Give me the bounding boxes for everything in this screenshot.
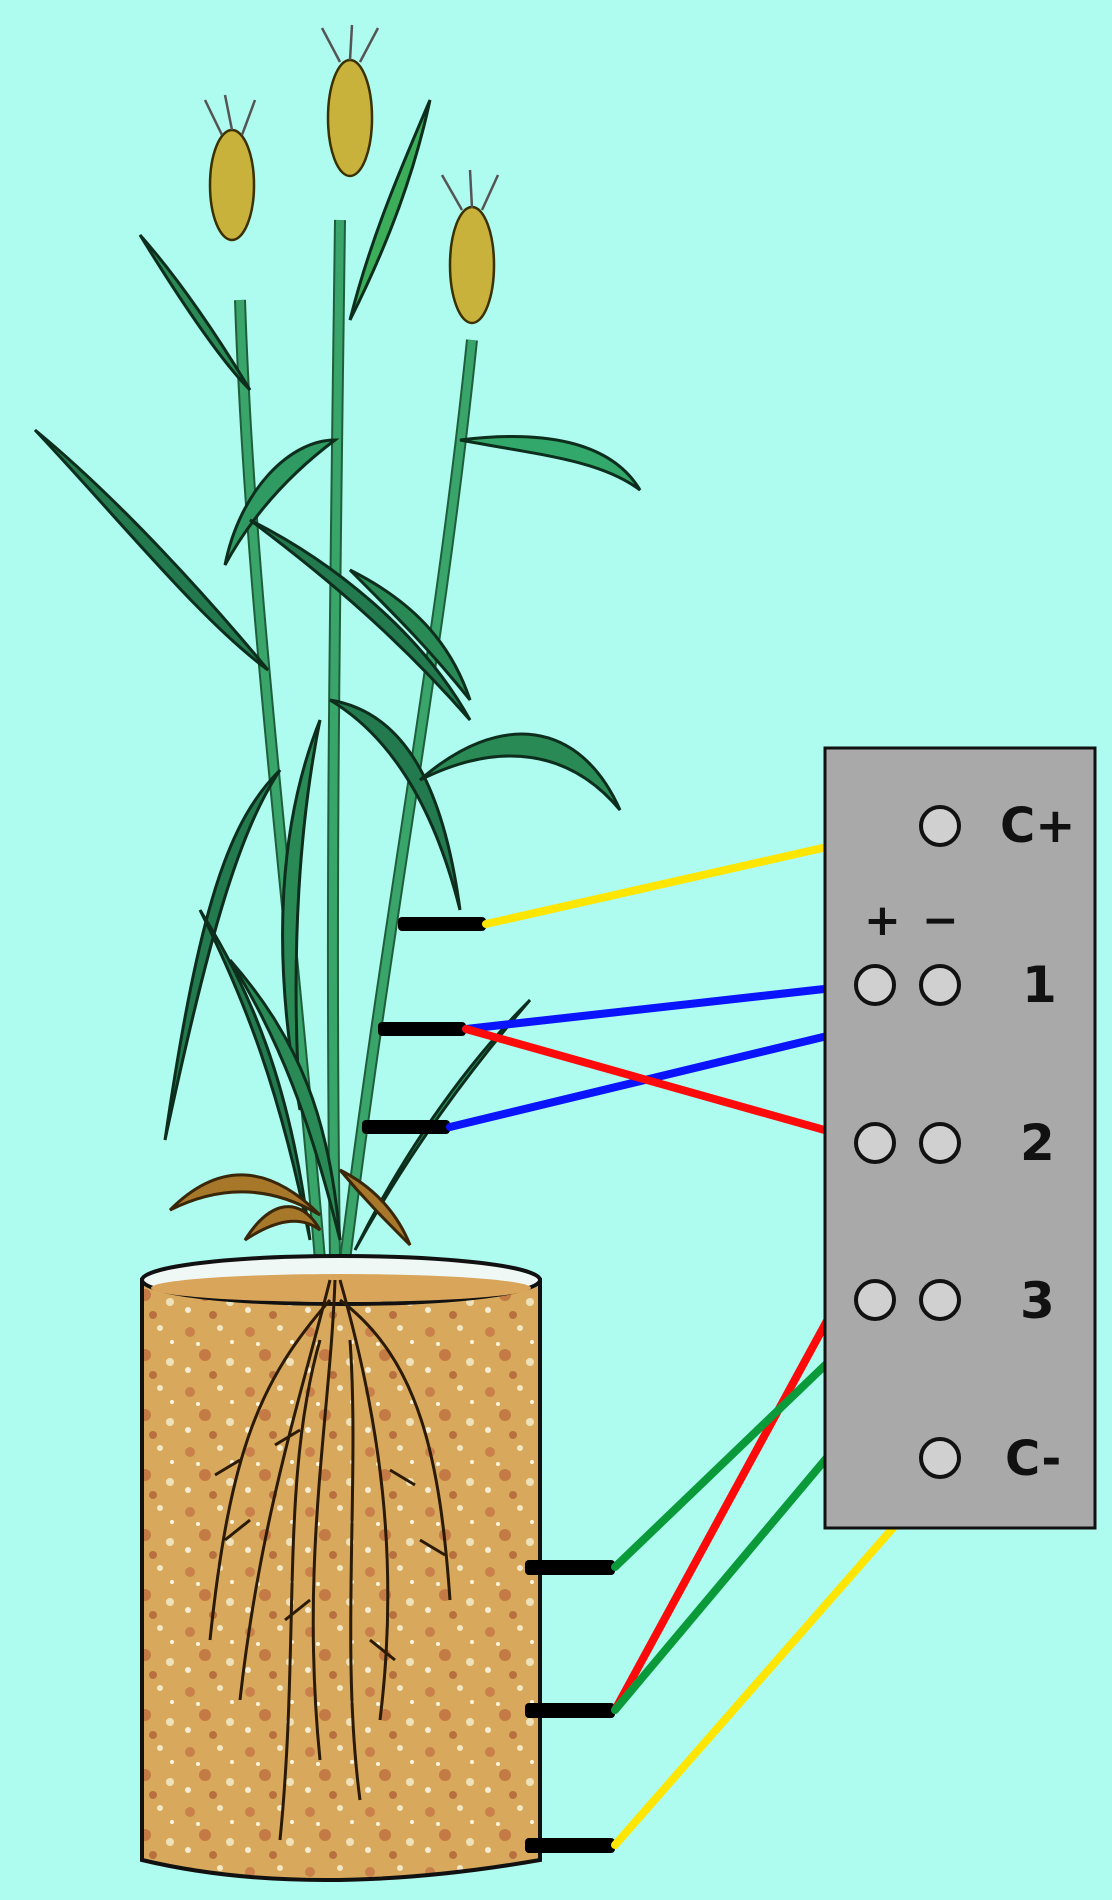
terminal-2-minus [919, 1122, 961, 1164]
wire-yellow-bottom [611, 1476, 939, 1849]
wheat-ear [203, 24, 500, 325]
data-logger-panel: C+ + − 1 2 3 C- [823, 746, 1097, 1530]
label-plus: + [864, 895, 901, 946]
leaf [138, 234, 252, 392]
leaf [419, 732, 622, 811]
electrodes [362, 917, 615, 1853]
terminal-3-plus [854, 1279, 896, 1321]
wheat-plant [33, 24, 642, 1261]
stem-electrode-3 [362, 1120, 450, 1134]
leaf [163, 768, 282, 1141]
terminals [854, 805, 961, 1479]
dry-leaf [338, 1168, 412, 1247]
terminal-c-plus [919, 805, 961, 847]
label-c-minus: C- [1005, 1431, 1061, 1487]
stem-electrode-2 [378, 1022, 466, 1036]
label-c-plus: C+ [1000, 798, 1075, 854]
leaf [33, 428, 270, 672]
terminal-3-minus [919, 1279, 961, 1321]
leaf [348, 99, 432, 321]
leaf [459, 435, 642, 492]
label-minus: − [922, 895, 959, 946]
roots [208, 1279, 452, 1841]
soil-electrode-2 [525, 1703, 615, 1718]
leaf [249, 518, 472, 721]
wire-blue-1 [462, 981, 864, 1033]
leaf [223, 438, 340, 566]
leaf [198, 909, 312, 1241]
soil-column [140, 1254, 542, 1882]
label-row-1: 1 [1022, 956, 1057, 1014]
leaf [348, 568, 472, 701]
wire-red-1 [462, 1025, 864, 1144]
soil-electrode-1 [525, 1560, 615, 1575]
terminal-1-minus [919, 964, 961, 1006]
soil-electrode-3 [525, 1838, 615, 1853]
label-row-2: 2 [1020, 1114, 1055, 1172]
leaf [281, 719, 322, 1111]
leaf [228, 959, 342, 1241]
dry-leaf [243, 1205, 322, 1242]
leaf [329, 698, 462, 911]
terminal-2-plus [854, 1122, 896, 1164]
label-row-3: 3 [1020, 1272, 1055, 1330]
dry-leaf [168, 1173, 322, 1217]
stem-electrode-1 [398, 917, 486, 931]
leaf [353, 998, 532, 1251]
terminal-c-minus [919, 1437, 961, 1479]
terminal-1-plus [854, 964, 896, 1006]
